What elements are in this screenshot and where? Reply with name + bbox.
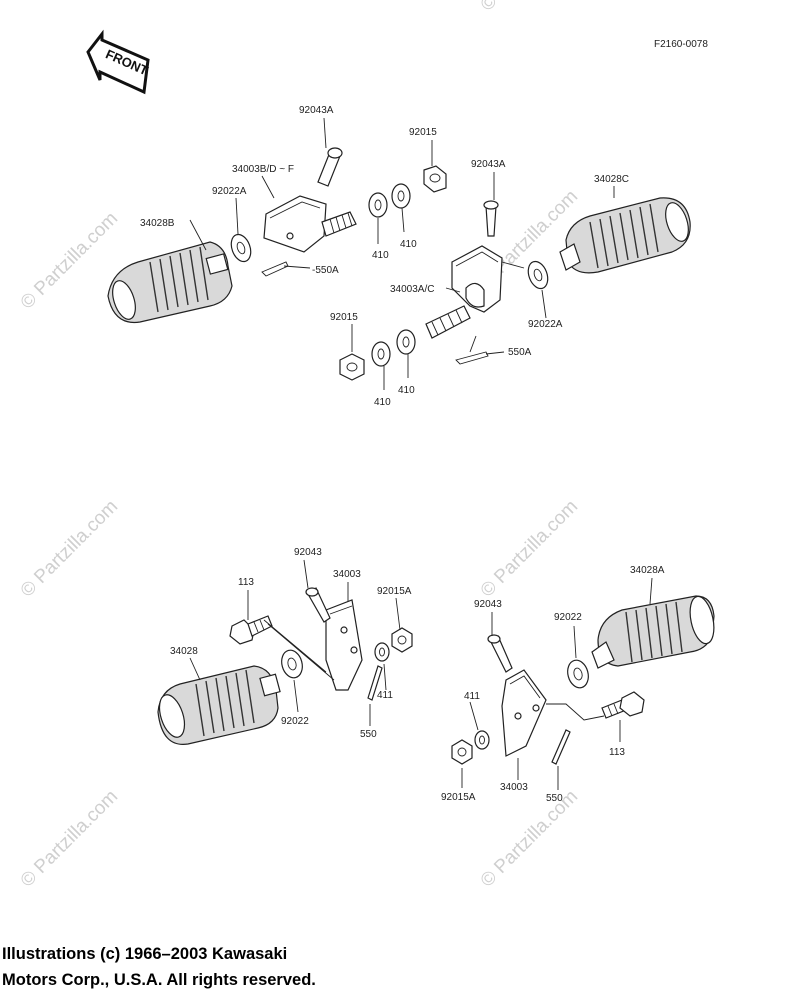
label-92022a-2: 92022A: [528, 319, 563, 330]
part-labels: 92043A 92015 34003B/D ~ F 92043A 34028C …: [140, 105, 665, 804]
washer-92022-1: [281, 649, 303, 679]
washer-92022a-right: [527, 260, 549, 290]
pin-92043a-2: [483, 200, 499, 237]
pin-92043-2: [487, 634, 513, 673]
footpeg-rubber-34028c: [559, 197, 691, 274]
label-411-2: 411: [464, 691, 480, 702]
washer-410-1: [368, 192, 388, 218]
label-92015a-2: 92015A: [441, 792, 476, 803]
label-92015a-1: 92015A: [377, 586, 412, 597]
rubber-ribs: [195, 669, 255, 737]
leader-lines-lower-right: [461, 577, 653, 790]
bolt-113-2: [601, 691, 645, 719]
label-92043a-2: 92043A: [471, 159, 506, 170]
label-34003-1: 34003: [333, 569, 361, 580]
rubber-ribs: [149, 246, 209, 313]
label-550a-1: -550A: [312, 265, 339, 276]
watermark: © Partzilla.com: [17, 786, 122, 891]
nut-92015a-2: [451, 739, 473, 765]
footpeg-rubber-34028: [157, 665, 281, 745]
pin-92043a-1: [317, 147, 343, 187]
copyright-line-2: Motors Corp., U.S.A. All rights reserved…: [2, 971, 316, 989]
watermark: © Partzilla.com: [477, 496, 582, 601]
label-34028b: 34028B: [140, 218, 175, 229]
nut-92015-2: [339, 353, 365, 381]
label-92022a-1: 92022A: [212, 186, 247, 197]
washer-410-2: [391, 183, 411, 209]
label-34003a-c: 34003A/C: [390, 284, 434, 295]
copyright-line-1: Illustrations (c) 1966–2003 Kawasaki: [2, 945, 288, 963]
label-113-2: 113: [609, 747, 625, 758]
label-410-2: 410: [400, 239, 417, 250]
front-arrow-icon: FRONT: [86, 29, 150, 95]
rubber-ribs: [625, 601, 683, 663]
cotter-pin-550-2: [551, 729, 571, 765]
label-113-1: 113: [238, 577, 254, 588]
footpeg-rubber-34028a: [591, 595, 715, 669]
label-34028a: 34028A: [630, 565, 665, 576]
label-550a-2: 550A: [508, 347, 532, 358]
figure-code: F2160-0078: [654, 39, 708, 50]
label-410-1: 410: [372, 250, 389, 261]
watermark: © Partzilla.com: [17, 496, 122, 601]
pin-92043-1: [305, 587, 331, 623]
label-34028: 34028: [170, 646, 198, 657]
bolt-113-1: [229, 615, 273, 645]
label-410-3: 410: [398, 385, 415, 396]
label-92043a-1: 92043A: [299, 105, 334, 116]
label-92022-1: 92022: [281, 716, 309, 727]
washer-410-4: [396, 329, 416, 355]
label-92043-2: 92043: [474, 599, 502, 610]
cotter-pin-550-1: [367, 665, 383, 701]
label-411-1: 411: [377, 690, 393, 701]
leader-lines-lower-left: [189, 559, 401, 726]
bracket-34003b: [263, 195, 357, 253]
label-92043-1: 92043: [294, 547, 322, 558]
label-92015-1: 92015: [409, 127, 437, 138]
cotter-pin-550a-2: [455, 351, 489, 365]
watermarks: © Partzilla.com © Partzilla.com © Partzi…: [17, 0, 582, 892]
label-92015-2: 92015: [330, 312, 358, 323]
label-550-1: 550: [360, 729, 377, 740]
nut-92015a-1: [391, 627, 413, 653]
label-34028c: 34028C: [594, 174, 629, 185]
washer-92022-2: [567, 659, 589, 689]
washer-92022a-left: [230, 233, 252, 263]
rubber-ribs: [589, 203, 659, 269]
cotter-pin-550a-1: [261, 261, 289, 277]
leader-lines-upper: [189, 117, 615, 390]
label-410-4: 410: [374, 397, 391, 408]
washer-411-1: [374, 642, 390, 662]
bracket-34003a: [425, 245, 503, 339]
bracket-34003-1: [325, 599, 363, 691]
footpeg-rubber-34028b: [107, 241, 233, 324]
washer-410-3: [371, 341, 391, 367]
watermark: © Partzilla.com: [477, 786, 582, 891]
label-34003-2: 34003: [500, 782, 528, 793]
washer-411-2: [474, 730, 490, 750]
label-550-2: 550: [546, 793, 563, 804]
watermark: © Partzilla.com: [17, 208, 122, 313]
label-34003b-d-f: 34003B/D ~ F: [232, 164, 294, 175]
nut-92015-1: [423, 165, 447, 193]
bracket-34003-2: [501, 669, 547, 757]
watermark: © Partzilla.com: [477, 0, 582, 16]
label-92022-2: 92022: [554, 612, 582, 623]
